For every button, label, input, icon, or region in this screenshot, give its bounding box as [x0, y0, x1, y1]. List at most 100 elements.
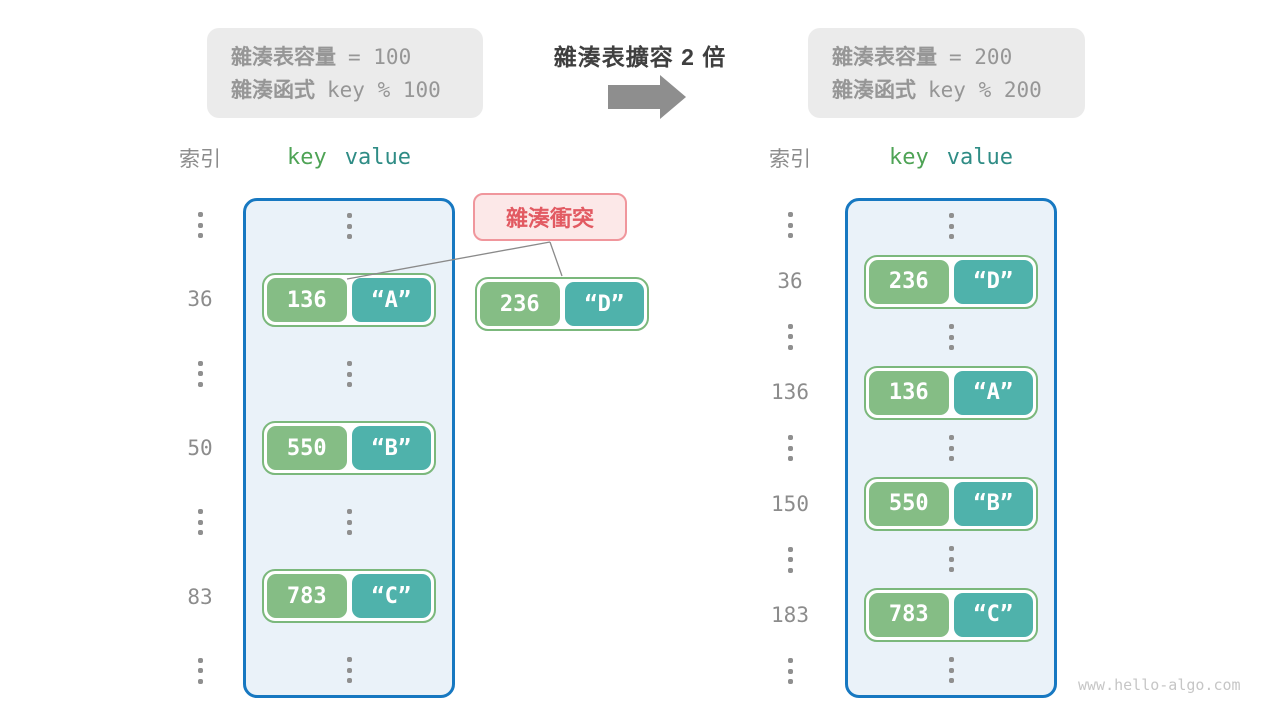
dot [346, 667, 352, 673]
key-cell: 550 [869, 481, 949, 526]
dot [346, 530, 352, 535]
key-value-header: key value [243, 145, 455, 170]
dot [197, 519, 203, 525]
key-cell: 783 [267, 574, 347, 618]
entry-pill: 136“A” [864, 365, 1038, 420]
ellipsis-dots [948, 655, 954, 685]
index-label: 36 [187, 287, 213, 312]
key-cell: 550 [267, 426, 347, 470]
dot [197, 657, 203, 663]
ellipsis-dots [346, 507, 352, 537]
capacity-label: 雜湊表容量 [832, 46, 937, 69]
ellipsis-dots [197, 210, 203, 240]
dot [948, 334, 954, 340]
dot [787, 323, 793, 329]
dot [346, 382, 352, 387]
dot [346, 657, 352, 662]
dot [787, 679, 793, 684]
dot [787, 456, 793, 461]
dot [787, 546, 793, 552]
dot [197, 360, 203, 366]
dot [948, 445, 954, 451]
dot [787, 658, 793, 663]
ellipsis-dots [197, 656, 203, 686]
index-label: 183 [771, 603, 809, 628]
dot [346, 371, 352, 377]
dot [948, 657, 954, 662]
dot [787, 567, 793, 573]
dot [948, 567, 954, 572]
dot [197, 509, 203, 515]
key-cell: 236 [480, 282, 560, 326]
ellipsis-dots [787, 322, 793, 352]
dot [948, 234, 954, 239]
hash-function-value: key % 200 [928, 78, 1042, 102]
dot [948, 223, 954, 229]
ellipsis-dots [948, 544, 954, 574]
capacity-value: = 100 [348, 45, 412, 69]
ellipsis-dots [197, 359, 203, 389]
dot [197, 678, 203, 684]
key-header: key [287, 145, 327, 170]
value-header: value [344, 145, 411, 170]
ellipsis-dots [346, 211, 352, 241]
key-header: key [889, 145, 929, 170]
dot [197, 212, 203, 217]
dot [948, 556, 954, 562]
key-cell: 136 [267, 278, 347, 322]
dot [197, 668, 203, 674]
dot [346, 213, 352, 218]
ellipsis-dots [948, 322, 954, 352]
value-header: value [946, 145, 1013, 170]
entry-pill: 550“B” [262, 421, 436, 475]
value-cell: “B” [953, 481, 1033, 526]
dot [787, 557, 793, 562]
dot [787, 668, 793, 674]
dot [787, 233, 793, 238]
key-cell: 136 [869, 370, 949, 415]
dot [948, 345, 954, 350]
dot [948, 213, 954, 218]
index-label: 36 [777, 268, 803, 293]
dot [346, 234, 352, 239]
ellipsis-dots [787, 210, 793, 240]
dot [787, 435, 793, 440]
value-cell: “A” [351, 278, 431, 322]
column-headers: 索引 key value [755, 140, 1057, 175]
entry-pill: 550“B” [864, 476, 1038, 531]
dot [197, 371, 203, 377]
dot [346, 678, 352, 683]
index-label: 50 [187, 435, 213, 460]
index-column: 36 50 83 [165, 198, 235, 698]
dot [948, 678, 954, 683]
watermark: www.hello-algo.com [1078, 676, 1241, 694]
bucket-array: 136“A”550“B”783“C” [243, 198, 455, 698]
collision-connector-line [549, 241, 563, 277]
arrow-head [660, 75, 686, 119]
ellipsis-dots [948, 211, 954, 241]
dot [197, 233, 203, 238]
entry-pill: 136“A” [262, 273, 436, 327]
right-arrow-icon [608, 75, 686, 119]
dot [948, 435, 954, 440]
index-label: 83 [187, 584, 213, 609]
arrow-body [608, 85, 660, 109]
hash-function-label: 雜湊函式 [231, 79, 315, 102]
ellipsis-dots [346, 359, 352, 389]
index-header: 索引 [179, 147, 221, 171]
dot [197, 530, 203, 536]
dot [197, 381, 203, 387]
key-cell: 783 [869, 592, 949, 637]
value-cell: “B” [351, 426, 431, 470]
dot [948, 667, 954, 673]
ellipsis-dots [787, 545, 793, 575]
capacity-label: 雜湊表容量 [231, 46, 336, 69]
dot [346, 519, 352, 525]
dot [346, 509, 352, 514]
